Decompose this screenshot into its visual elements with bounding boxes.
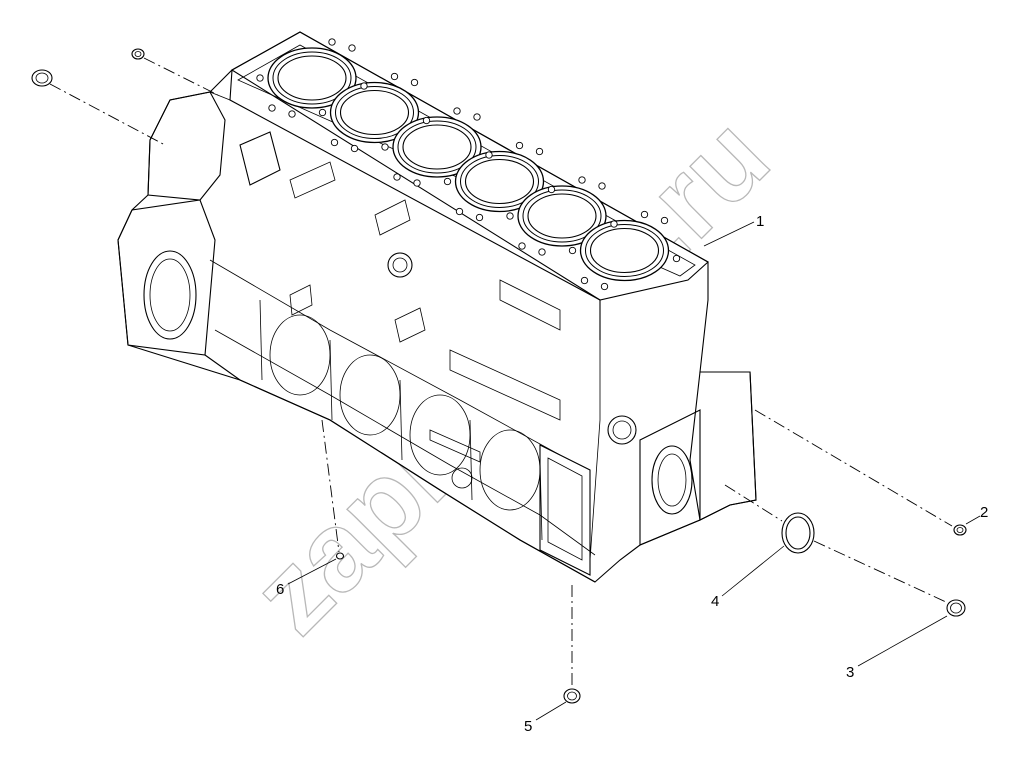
callout-leaders (287, 221, 981, 721)
deck-hole (350, 144, 359, 153)
cylinder-bore (579, 219, 670, 282)
deck-hole (506, 212, 514, 220)
deck-hole (580, 276, 589, 285)
deck-hole (515, 141, 524, 150)
deck-hole (348, 44, 356, 52)
deck-hole (256, 74, 264, 82)
cylinder-bore (454, 150, 545, 213)
part-3-plug (946, 599, 966, 617)
cylinder-bores (267, 47, 670, 282)
cylinder-bore (392, 116, 482, 178)
deck-hole (518, 242, 526, 250)
deck-hole (535, 147, 544, 156)
deck-hole (578, 176, 586, 184)
deck-hole (318, 108, 327, 117)
part-6-plug (335, 552, 345, 560)
part-2-plug (953, 524, 967, 536)
cylinder-block (117, 31, 757, 583)
deck-hole (568, 246, 577, 255)
deck-hole (672, 254, 681, 263)
deck-hole (410, 78, 419, 87)
callout-3: 3 (846, 664, 854, 681)
deck-hole (268, 104, 276, 112)
deck-hole (413, 179, 421, 187)
cylinder-bore (267, 47, 357, 109)
deck-hole (455, 207, 464, 216)
cylinder-bore (517, 185, 607, 247)
deck-hole (640, 210, 649, 219)
plug-top-left-small (131, 48, 145, 60)
deck-hole (393, 173, 401, 181)
callout-1: 1 (756, 213, 764, 230)
deck-hole (600, 282, 609, 291)
deck-hole (547, 185, 556, 194)
cylinder-bore (329, 81, 420, 144)
deck-hole (538, 248, 546, 256)
part-4-seal-ring (781, 512, 815, 554)
deck-hole (330, 138, 339, 147)
deck-hole (288, 110, 296, 118)
deck-hole (475, 213, 484, 222)
deck-hole (328, 38, 336, 46)
deck-hole (443, 177, 452, 186)
callout-2: 2 (980, 504, 988, 521)
deck-hole (360, 82, 368, 90)
deck-hole (598, 182, 606, 190)
part-5-plug (563, 688, 581, 704)
deck-holes (256, 38, 681, 291)
callout-5: 5 (524, 718, 532, 735)
deck-hole (473, 113, 481, 121)
deck-hole (660, 216, 669, 225)
assembly-centerlines (49, 57, 953, 688)
deck-hole (610, 220, 618, 228)
deck-hole (453, 107, 461, 115)
callout-4: 4 (711, 593, 719, 610)
plug-top-left-large (31, 69, 53, 87)
deck-hole (381, 143, 389, 151)
deck-hole (422, 116, 431, 125)
deck-hole (485, 151, 493, 159)
callout-6: 6 (276, 581, 284, 598)
deck-hole (390, 72, 399, 81)
